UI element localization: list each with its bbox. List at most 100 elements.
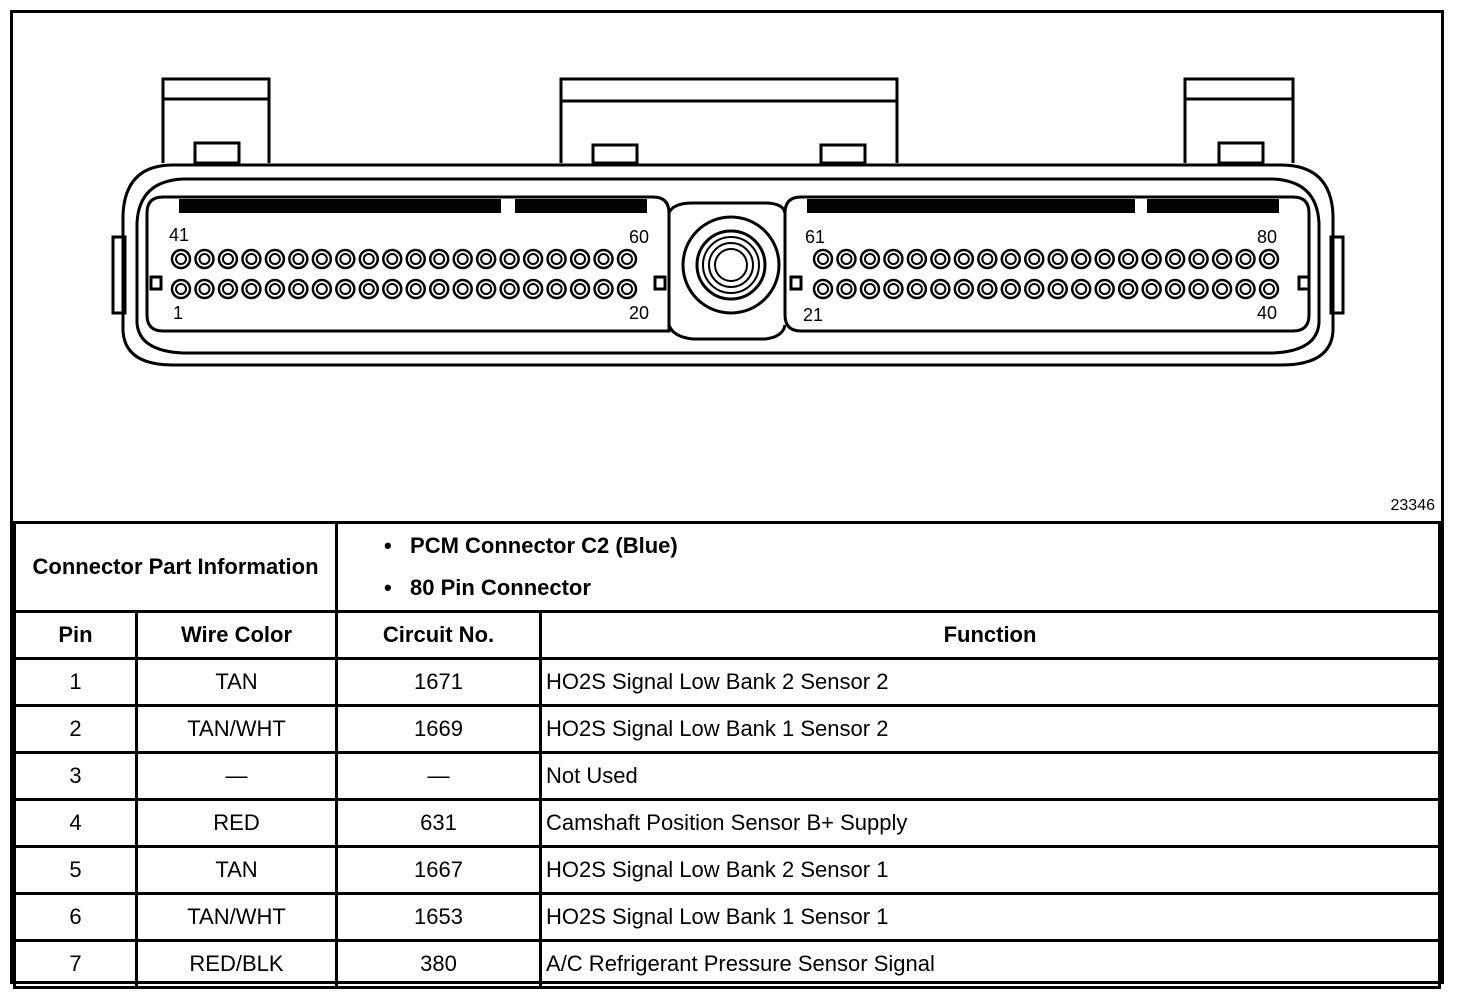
pin-inner: [315, 253, 328, 265]
pin: [1164, 248, 1186, 270]
left-latch: [161, 77, 271, 163]
pin: [194, 278, 215, 300]
pin: [475, 248, 497, 270]
pin: [217, 278, 239, 300]
pin: [428, 278, 450, 300]
pin-inner: [621, 253, 633, 265]
pin-inner: [1145, 283, 1158, 295]
circuit-cell: 1653: [335, 892, 543, 942]
pin-inner: [503, 283, 516, 295]
pin: [569, 248, 591, 270]
pin: [1141, 278, 1162, 300]
pin-inner: [409, 253, 422, 265]
pin: [1117, 248, 1139, 270]
center-bolt: [681, 215, 781, 315]
circuit-cell: 1667: [335, 845, 543, 895]
pin: [546, 248, 567, 270]
pin: [382, 278, 403, 300]
pin: [953, 248, 975, 270]
pin-inner: [1192, 253, 1205, 265]
pin-inner: [175, 253, 187, 265]
pin-inner: [817, 253, 829, 265]
function-cell: HO2S Signal Low Bank 1 Sensor 2: [539, 704, 1441, 754]
pin-inner: [315, 283, 328, 295]
pin: [452, 248, 473, 270]
pin: [569, 278, 591, 300]
pin: [311, 248, 333, 270]
pin-inner: [1145, 253, 1158, 265]
pin-inner: [863, 253, 876, 265]
pin-inner: [198, 253, 211, 265]
pin: [499, 248, 520, 270]
pin-inner: [1051, 283, 1064, 295]
pin-inner: [981, 283, 994, 295]
pin-inner: [198, 283, 211, 295]
pin: [883, 248, 904, 270]
pin: [335, 278, 356, 300]
pin: [1024, 278, 1045, 300]
pin-inner: [527, 253, 540, 265]
pin-inner: [503, 253, 516, 265]
pin-inner: [1216, 253, 1229, 265]
connector-drawing: 41 60 1 20 61 80 21 40: [111, 77, 1345, 367]
pin-inner: [934, 283, 947, 295]
pin-inner: [409, 283, 422, 295]
pin: [475, 278, 497, 300]
pin: [1094, 278, 1115, 300]
pin-inner: [597, 253, 610, 265]
pin-inner: [934, 253, 947, 265]
pin-inner: [245, 253, 258, 265]
pin: [1141, 248, 1162, 270]
pin-inner: [1004, 283, 1017, 295]
center-latch: [559, 77, 899, 163]
connector-body: [121, 163, 1335, 367]
wire-color-cell: TAN: [134, 657, 339, 707]
pin-cell: 6: [13, 892, 138, 942]
pin-label-41: 41: [169, 225, 189, 245]
pin: [1235, 248, 1256, 270]
pin-inner: [1122, 253, 1135, 265]
pin-cell: 1: [13, 657, 138, 707]
pin: [382, 248, 403, 270]
function-cell: HO2S Signal Low Bank 2 Sensor 1: [539, 845, 1441, 895]
pin-inner: [840, 283, 853, 295]
wire-color-cell: —: [134, 751, 339, 801]
pin: [311, 278, 333, 300]
pin: [264, 248, 286, 270]
pin-inner: [292, 253, 305, 265]
function-cell: HO2S Signal Low Bank 1 Sensor 1: [539, 892, 1441, 942]
pin-inner: [597, 283, 610, 295]
info-item: • 80 Pin Connector: [384, 567, 1438, 609]
bullet: •: [384, 575, 392, 600]
pin-inner: [887, 283, 900, 295]
pin-inner: [863, 283, 876, 295]
pin-inner: [1169, 283, 1182, 295]
pin-inner: [268, 253, 281, 265]
pin-inner: [910, 283, 923, 295]
pin-inner: [1028, 283, 1041, 295]
pin: [883, 278, 904, 300]
pin: [616, 248, 638, 270]
wire-color-cell: RED: [134, 798, 339, 848]
pin-inner: [362, 283, 375, 295]
info-item-text: 80 Pin Connector: [410, 575, 591, 600]
pin-header: Pin: [13, 610, 138, 660]
pin: [546, 278, 567, 300]
pin: [836, 248, 857, 270]
pin: [977, 278, 998, 300]
pin-inner: [1239, 253, 1252, 265]
wire-color-cell: TAN/WHT: [134, 892, 339, 942]
pin-inner: [1263, 253, 1275, 265]
connector-figure: 41 60 1 20 61 80 21 40 23346 Connector P…: [10, 10, 1444, 989]
pin: [288, 248, 309, 270]
pin: [593, 278, 614, 300]
pin-label-60: 60: [629, 227, 649, 247]
pin: [812, 248, 834, 270]
info-row: Connector Part Information •PCM Connecto…: [12, 521, 1441, 613]
pin-cell: 3: [13, 751, 138, 801]
pin: [953, 278, 975, 300]
pin-inner: [981, 253, 994, 265]
